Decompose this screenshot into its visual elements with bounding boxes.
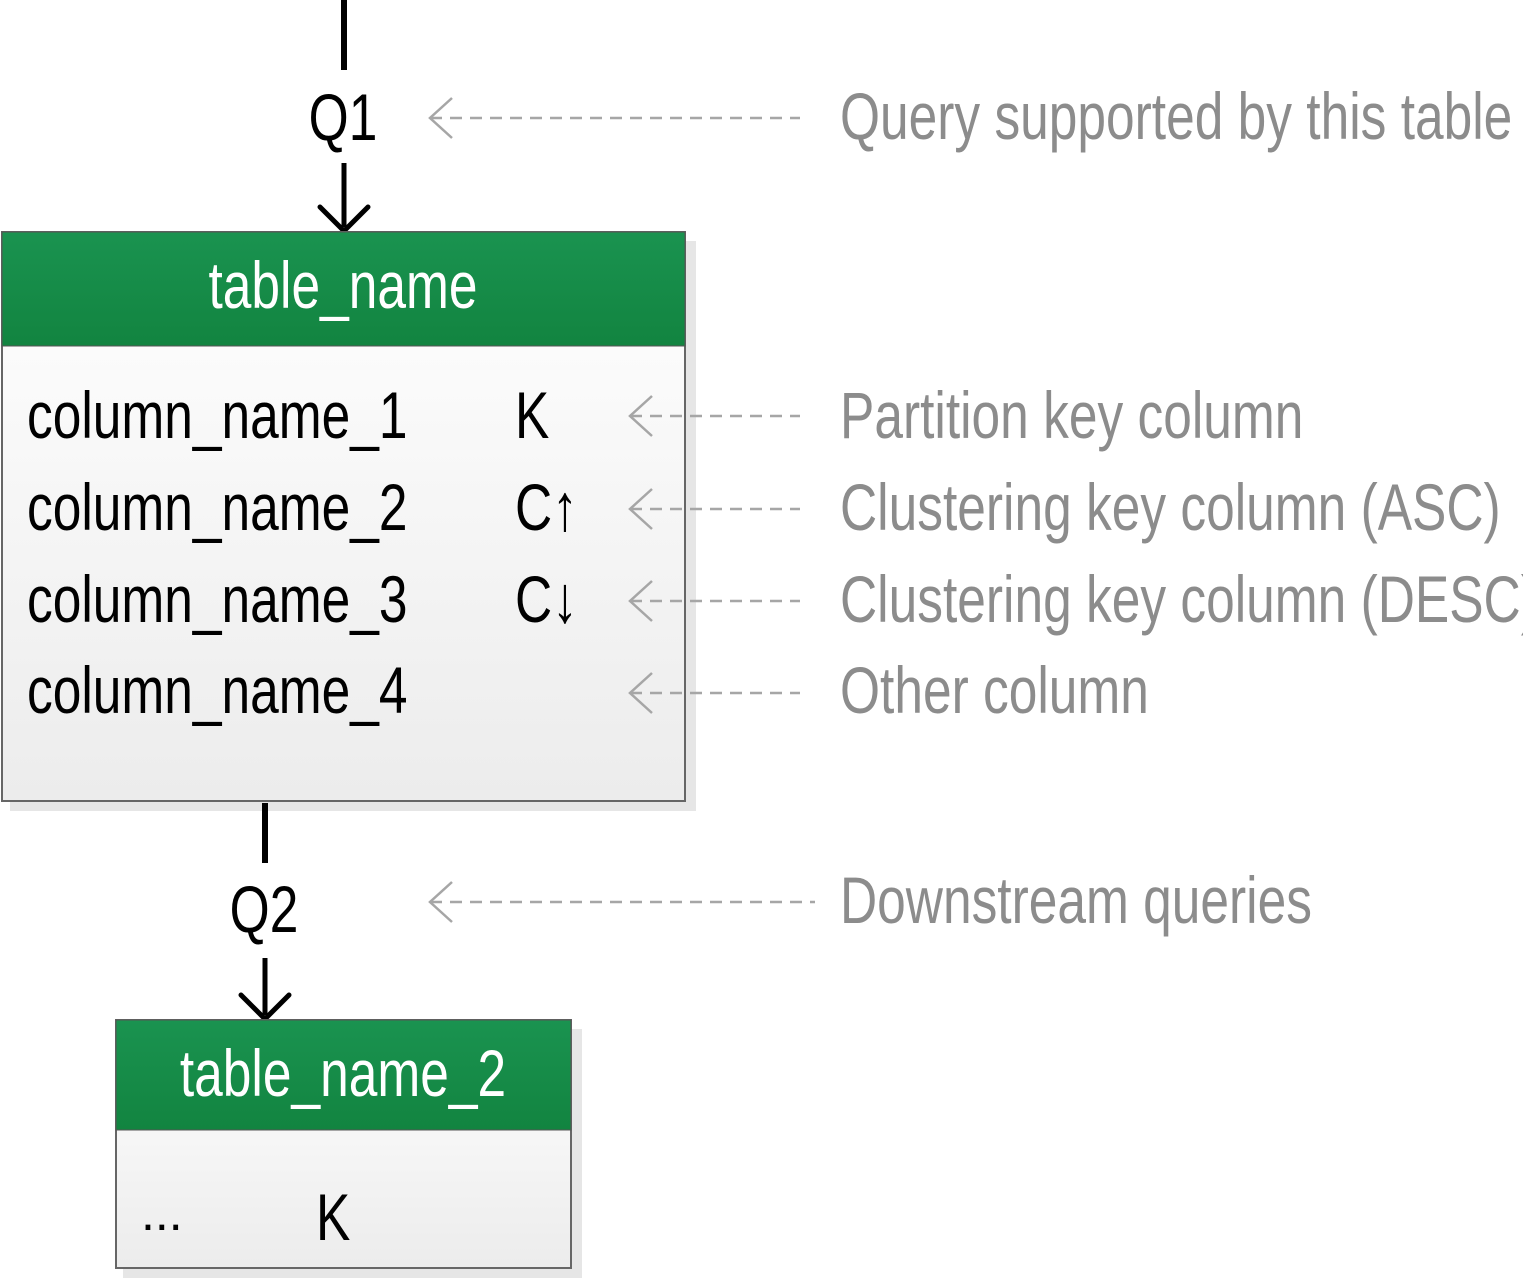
q1-connector: Q1 xyxy=(309,0,378,234)
column-name-3: column_name_3 xyxy=(27,562,408,637)
annotation-other-column: Other column xyxy=(840,653,1149,728)
annotation-arrows xyxy=(428,97,815,923)
dashed-arrow-downstream xyxy=(428,881,815,923)
arrow-left-icon xyxy=(628,672,653,714)
column-name-2: column_name_2 xyxy=(27,470,408,545)
column-key-3: C↓ xyxy=(515,562,578,637)
annotation-clustering-asc: Clustering key column (ASC) xyxy=(840,470,1501,545)
arrow-left-icon xyxy=(428,881,453,923)
annotation-downstream: Downstream queries xyxy=(840,863,1312,938)
annotation-clustering-desc: Clustering key column (DESC) xyxy=(840,562,1523,637)
q2-label: Q2 xyxy=(230,872,299,947)
column-name-ellipsis: ... xyxy=(141,1185,183,1241)
table-box-2: table_name_2 ... K xyxy=(115,1019,582,1278)
arrow-left-icon xyxy=(428,97,453,139)
column-name-4: column_name_4 xyxy=(27,653,408,728)
column-key-1: K xyxy=(515,378,549,453)
dashed-arrow-query xyxy=(428,97,800,139)
dashed-arrow-partition xyxy=(628,395,800,437)
dashed-arrow-other xyxy=(628,672,800,714)
column-name-1: column_name_1 xyxy=(27,378,408,453)
q1-label: Q1 xyxy=(309,80,378,155)
column-key-2: C↑ xyxy=(515,470,578,545)
dashed-arrow-desc xyxy=(628,580,800,622)
table-header-2 xyxy=(115,1019,572,1131)
table-title-2: table_name_2 xyxy=(180,1036,506,1111)
table-title-1: table_name xyxy=(209,248,478,323)
annotation-query-supported: Query supported by this table xyxy=(840,79,1512,154)
column-key-table2: K xyxy=(316,1180,350,1255)
arrow-left-icon xyxy=(628,488,653,530)
table-box-1: table_name column_name_1 K column_name_2… xyxy=(1,231,696,811)
arrow-left-icon xyxy=(628,395,653,437)
dashed-arrow-asc xyxy=(628,488,800,530)
arrow-left-icon xyxy=(628,580,653,622)
annotation-partition-key: Partition key column xyxy=(840,378,1303,453)
annotation-labels: Query supported by this table Partition … xyxy=(840,79,1523,938)
table-header-1 xyxy=(1,231,686,347)
q2-connector: Q2 xyxy=(230,803,299,1022)
